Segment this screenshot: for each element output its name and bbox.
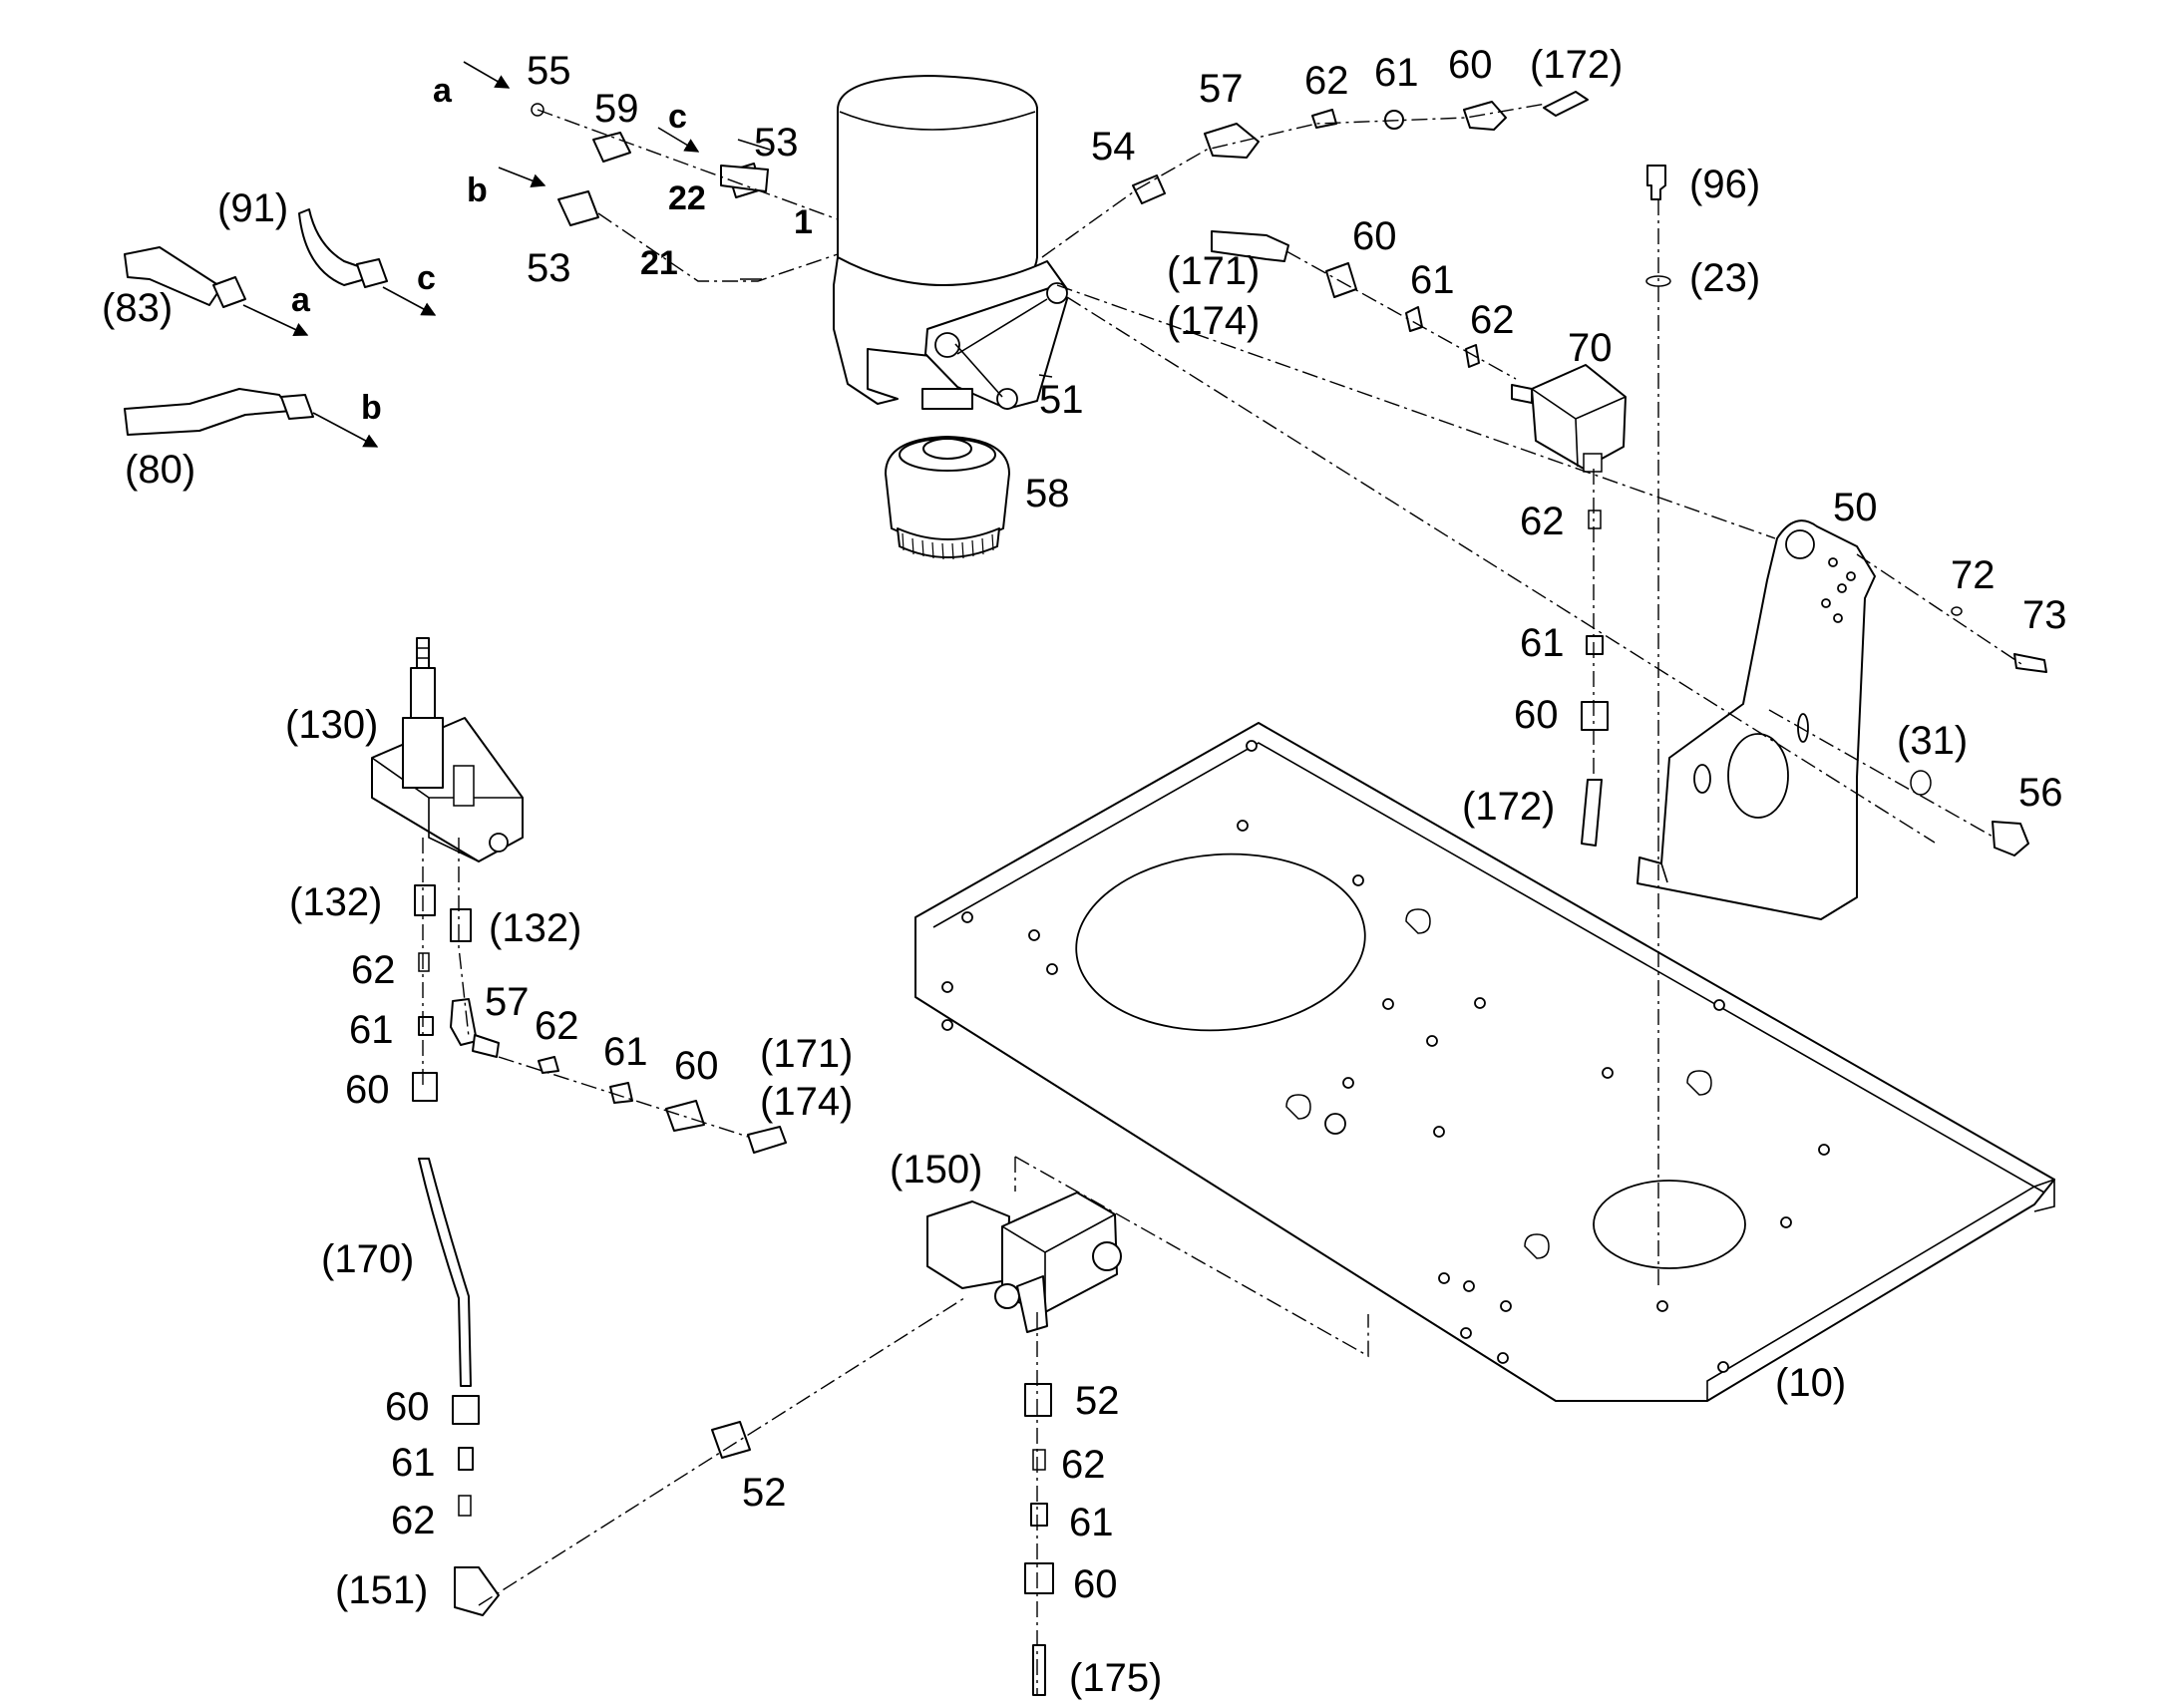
callout-172-right: (172) xyxy=(1462,785,1555,829)
callout-70: 70 xyxy=(1568,326,1613,370)
callout-31: (31) xyxy=(1897,719,1968,763)
callout-73: 73 xyxy=(2022,593,2067,637)
callout-150: (150) xyxy=(890,1148,982,1192)
flow-letter-c-hose: c xyxy=(417,259,436,297)
callout-52-right: 52 xyxy=(1075,1379,1120,1423)
callout-130: (130) xyxy=(285,703,378,747)
callout-61-bottom: 61 xyxy=(1069,1501,1114,1544)
callout-60-bottom: 60 xyxy=(1073,1562,1118,1606)
callout-58: 58 xyxy=(1025,472,1070,515)
callout-170: (170) xyxy=(321,1237,414,1281)
callout-21: 21 xyxy=(640,244,678,282)
flow-letter-a: a xyxy=(433,72,453,110)
callout-61-mid: 61 xyxy=(1410,258,1455,302)
callout-10: (10) xyxy=(1775,1361,1846,1405)
callout-132-right: (132) xyxy=(489,906,581,950)
callout-80: (80) xyxy=(125,448,195,492)
callout-132-left: (132) xyxy=(289,880,382,924)
callout-172-top: (172) xyxy=(1530,43,1623,87)
callout-62-right: 62 xyxy=(1520,500,1565,543)
flow-letter-c: c xyxy=(668,98,687,136)
callout-62-leftmid: 62 xyxy=(535,1004,579,1048)
callout-60-leftmid: 60 xyxy=(674,1044,719,1088)
callout-72: 72 xyxy=(1951,553,1996,597)
callout-171-left: (171) xyxy=(760,1032,853,1076)
callout-83: (83) xyxy=(102,286,173,330)
fittings xyxy=(124,91,2047,1696)
flow-arrows xyxy=(242,61,700,448)
callout-175: (175) xyxy=(1069,1656,1162,1700)
base-plate xyxy=(914,722,2055,1402)
callout-60-right: 60 xyxy=(1514,693,1559,737)
callout-54: 54 xyxy=(1091,125,1136,169)
callout-151: (151) xyxy=(335,1568,428,1612)
muffler xyxy=(885,436,1010,560)
callout-50: 50 xyxy=(1833,486,1878,529)
callout-60-top: 60 xyxy=(1448,43,1493,87)
callout-96: (96) xyxy=(1689,163,1760,206)
callout-57-top: 57 xyxy=(1199,67,1244,111)
callout-60-mid: 60 xyxy=(1352,214,1397,258)
flow-letter-a-hose: a xyxy=(291,281,311,319)
callout-174-top: (174) xyxy=(1167,299,1260,343)
flow-letters: a b c a c b xyxy=(291,72,687,427)
air-dryer xyxy=(833,75,1068,410)
mounting-bracket xyxy=(1636,519,1876,920)
flow-letter-b: b xyxy=(467,171,488,209)
callout-62-bottomleft: 62 xyxy=(391,1499,436,1542)
callout-56: 56 xyxy=(2018,771,2063,815)
callout-91: (91) xyxy=(217,186,288,230)
callout-51: 51 xyxy=(1039,378,1084,422)
valve-block xyxy=(371,637,524,862)
leader-lines xyxy=(422,103,2025,1695)
callout-55: 55 xyxy=(527,49,571,93)
callout-171-top: (171) xyxy=(1167,249,1260,293)
callout-60-bottomleft: 60 xyxy=(385,1385,430,1429)
callout-61-leftmid: 61 xyxy=(603,1030,648,1074)
callout-62-mid: 62 xyxy=(1470,298,1515,342)
callout-52-left: 52 xyxy=(742,1471,787,1515)
callout-53-top: 53 xyxy=(754,121,799,165)
flow-letter-b-hose: b xyxy=(361,389,382,427)
callout-53-bottom: 53 xyxy=(527,246,571,290)
callout-62-left: 62 xyxy=(351,948,396,992)
solenoid-valve xyxy=(1511,364,1627,473)
callout-61-right: 61 xyxy=(1520,621,1565,665)
callout-22: 22 xyxy=(668,179,706,217)
callout-60-left: 60 xyxy=(345,1068,390,1112)
callout-1: 1 xyxy=(794,203,813,241)
callout-61-left: 61 xyxy=(349,1008,394,1052)
callout-62-bottom: 62 xyxy=(1061,1443,1106,1487)
callout-61-top: 61 xyxy=(1374,51,1419,95)
callout-labels: 55 59 53 22 1 53 21 54 57 62 61 60 (172)… xyxy=(102,43,2067,1700)
callout-23: (23) xyxy=(1689,256,1760,300)
callout-61-bottomleft: 61 xyxy=(391,1441,436,1485)
relay-valve xyxy=(926,1192,1122,1333)
callout-57-left: 57 xyxy=(485,980,530,1024)
callout-62-top: 62 xyxy=(1304,59,1349,103)
callout-59: 59 xyxy=(594,87,639,131)
callout-174-left: (174) xyxy=(760,1080,853,1124)
